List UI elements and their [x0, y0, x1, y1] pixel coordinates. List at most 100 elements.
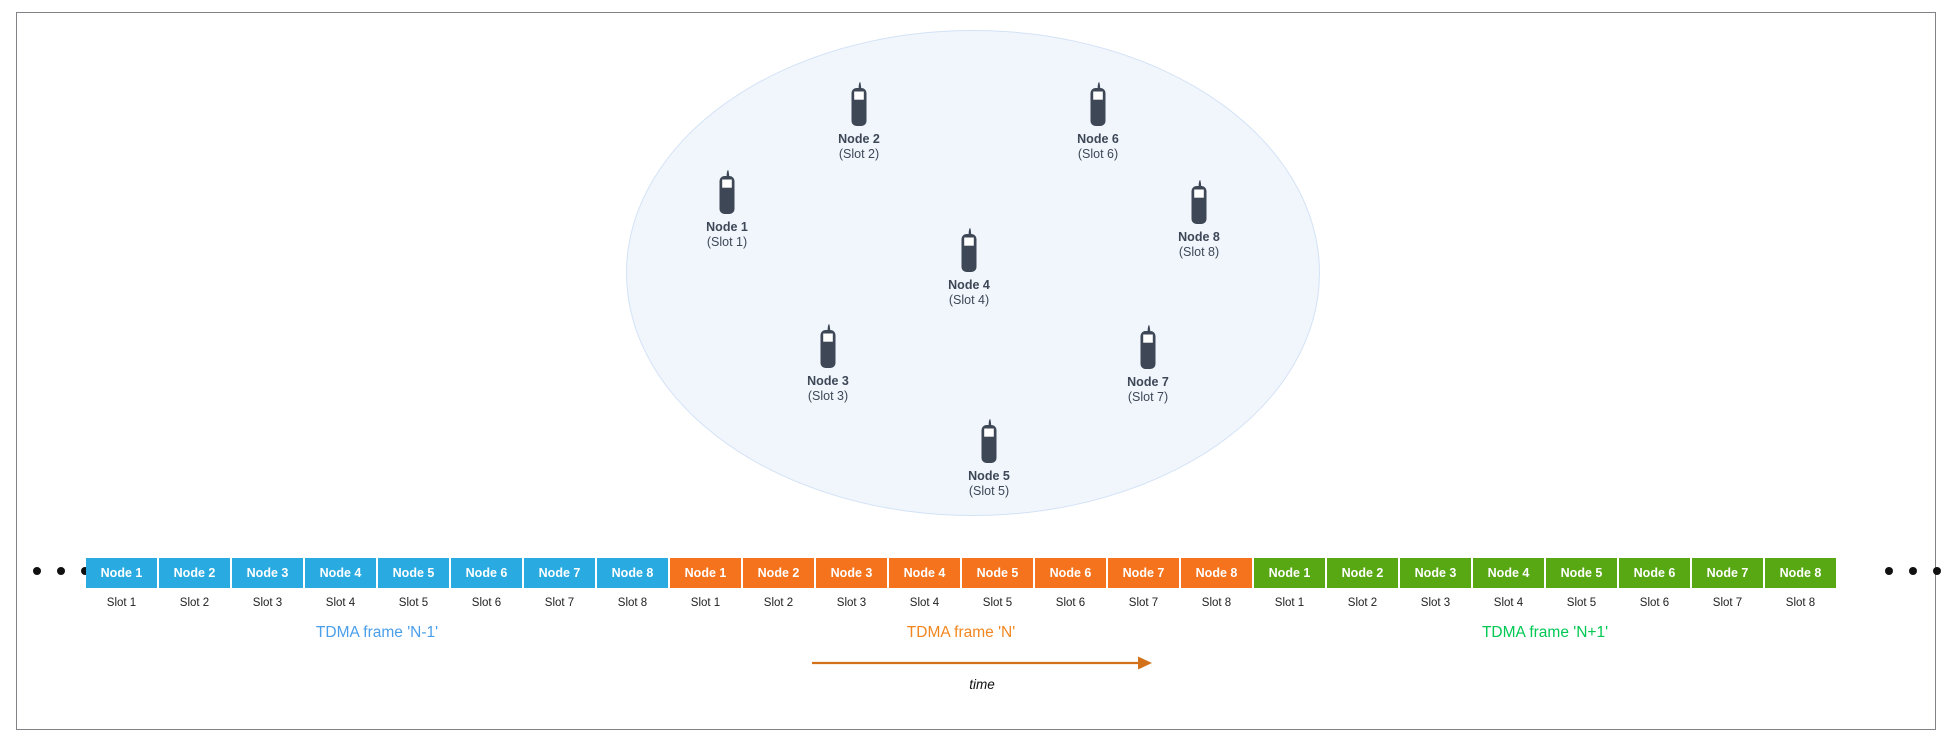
tdma-slot-caption: Slot 6	[1639, 597, 1670, 609]
ellipsis-dot	[1885, 567, 1893, 575]
network-node: Node 1(Slot 1)	[657, 168, 797, 250]
node-slot-label: (Slot 4)	[948, 293, 990, 307]
tdma-slot-block[interactable]: Node 8	[597, 558, 668, 588]
mobile-phone-icon	[961, 228, 977, 272]
tdma-slot-cell[interactable]: Node 5 Slot 5	[961, 558, 1034, 610]
tdma-slot-block[interactable]: Node 4	[305, 558, 376, 588]
ellipsis-dot	[1909, 567, 1917, 575]
tdma-slot-block[interactable]: Node 6	[451, 558, 522, 588]
tdma-frame-label: TDMA frame 'N+1'	[1481, 624, 1609, 641]
tdma-slot-block[interactable]: Node 3	[816, 558, 887, 588]
tdma-slot-block[interactable]: Node 2	[1327, 558, 1398, 588]
tdma-slot-block[interactable]: Node 4	[1473, 558, 1544, 588]
tdma-slot-caption: Slot 4	[909, 597, 940, 609]
tdma-slot-block[interactable]: Node 6	[1035, 558, 1106, 588]
tdma-slot-caption: Slot 2	[179, 597, 210, 609]
node-name-label: Node 6	[1077, 132, 1119, 146]
node-name-label: Node 5	[968, 469, 1010, 483]
tdma-slot-block[interactable]: Node 8	[1765, 558, 1836, 588]
tdma-slot-cell[interactable]: Node 4 Slot 4	[1472, 558, 1545, 610]
tdma-slot-caption: Slot 3	[836, 597, 867, 609]
network-node: Node 6(Slot 6)	[1028, 80, 1168, 162]
tdma-slot-cell[interactable]: Node 4 Slot 4	[888, 558, 961, 610]
tdma-slot-block[interactable]: Node 3	[1400, 558, 1471, 588]
tdma-slot-cell[interactable]: Node 5 Slot 5	[1545, 558, 1618, 610]
tdma-slot-caption: Slot 2	[763, 597, 794, 609]
tdma-slot-cell[interactable]: Node 3 Slot 3	[231, 558, 304, 610]
tdma-slot-cell[interactable]: Node 1 Slot 1	[1253, 558, 1326, 610]
tdma-slot-block[interactable]: Node 2	[743, 558, 814, 588]
tdma-slot-cell[interactable]: Node 2 Slot 2	[158, 558, 231, 610]
node-name-label: Node 8	[1178, 230, 1220, 244]
tdma-slot-block[interactable]: Node 2	[159, 558, 230, 588]
network-node: Node 4(Slot 4)	[899, 226, 1039, 308]
tdma-slot-block[interactable]: Node 7	[1692, 558, 1763, 588]
time-axis: time	[812, 655, 1152, 715]
tdma-slot-caption: Slot 1	[690, 597, 721, 609]
tdma-slot-block[interactable]: Node 8	[1181, 558, 1252, 588]
tdma-slot-cell[interactable]: Node 1 Slot 1	[669, 558, 742, 610]
ellipsis-dot	[81, 567, 89, 575]
mobile-phone-icon	[1191, 180, 1207, 224]
tdma-slot-caption: Slot 4	[1493, 597, 1524, 609]
tdma-slot-cell[interactable]: Node 7 Slot 7	[1107, 558, 1180, 610]
time-arrow-icon	[812, 656, 1152, 670]
node-slot-label: (Slot 8)	[1178, 245, 1220, 259]
tdma-slot-cell[interactable]: Node 3 Slot 3	[815, 558, 888, 610]
network-node: Node 3(Slot 3)	[758, 322, 898, 404]
tdma-slot-block[interactable]: Node 7	[1108, 558, 1179, 588]
tdma-slot-cell[interactable]: Node 2 Slot 2	[742, 558, 815, 610]
tdma-slot-block[interactable]: Node 5	[1546, 558, 1617, 588]
node-name-label: Node 3	[807, 374, 849, 388]
tdma-slot-caption: Slot 1	[106, 597, 137, 609]
tdma-slot-caption: Slot 1	[1274, 597, 1305, 609]
tdma-slot-cell[interactable]: Node 6 Slot 6	[1618, 558, 1691, 610]
timeline-leading-ellipsis	[33, 567, 89, 575]
tdma-slot-caption: Slot 5	[398, 597, 429, 609]
tdma-slot-block[interactable]: Node 1	[1254, 558, 1325, 588]
node-name-label: Node 4	[948, 278, 990, 292]
node-name-label: Node 2	[838, 132, 880, 146]
network-node: Node 8(Slot 8)	[1129, 178, 1269, 260]
tdma-slot-block[interactable]: Node 5	[378, 558, 449, 588]
tdma-slot-block[interactable]: Node 5	[962, 558, 1033, 588]
tdma-slot-block[interactable]: Node 1	[670, 558, 741, 588]
tdma-slot-caption: Slot 5	[1566, 597, 1597, 609]
node-name-label: Node 1	[706, 220, 748, 234]
coverage-area-ellipse	[626, 30, 1320, 516]
tdma-slot-block[interactable]: Node 7	[524, 558, 595, 588]
tdma-frame-label: TDMA frame 'N'	[906, 624, 1016, 641]
tdma-slot-cell[interactable]: Node 5 Slot 5	[377, 558, 450, 610]
ellipsis-dot	[1933, 567, 1941, 575]
tdma-slot-caption: Slot 5	[982, 597, 1013, 609]
network-node: Node 2(Slot 2)	[789, 80, 929, 162]
tdma-slot-caption: Slot 7	[1128, 597, 1159, 609]
ellipsis-dot	[33, 567, 41, 575]
network-node: Node 7(Slot 7)	[1078, 323, 1218, 405]
tdma-slot-block[interactable]: Node 6	[1619, 558, 1690, 588]
tdma-slot-cell[interactable]: Node 1 Slot 1	[85, 558, 158, 610]
tdma-slot-block[interactable]: Node 3	[232, 558, 303, 588]
tdma-slot-caption: Slot 3	[252, 597, 283, 609]
tdma-slot-block[interactable]: Node 4	[889, 558, 960, 588]
tdma-frame-label: TDMA frame 'N-1'	[315, 624, 439, 641]
node-slot-label: (Slot 5)	[968, 484, 1010, 498]
tdma-slot-block[interactable]: Node 1	[86, 558, 157, 588]
